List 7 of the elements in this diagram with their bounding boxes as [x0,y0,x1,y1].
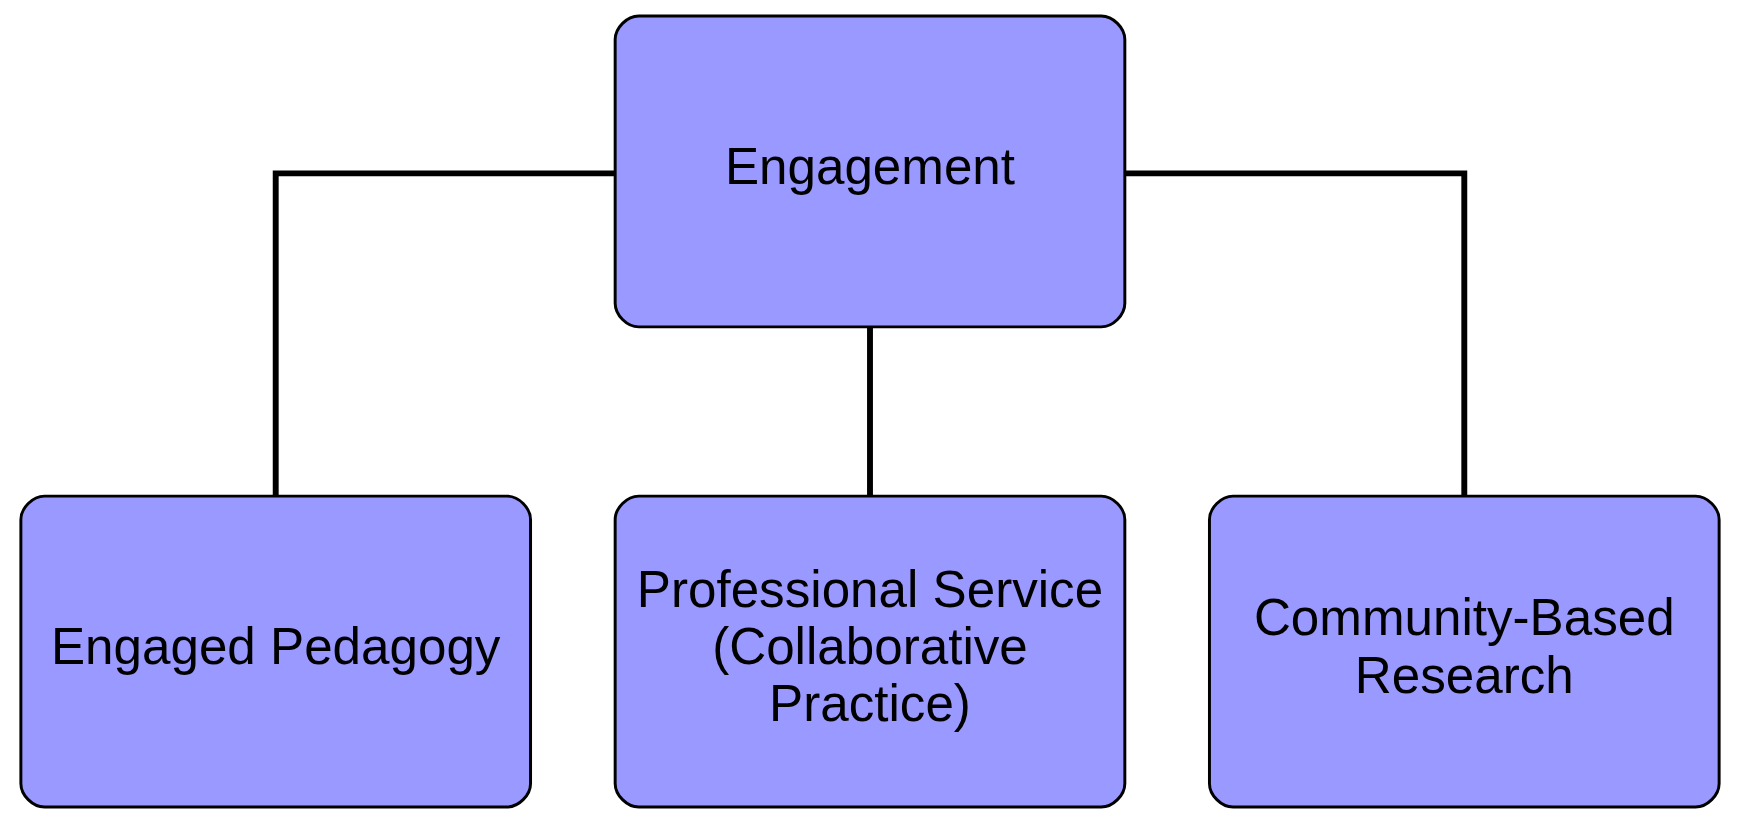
connector [1125,170,1468,496]
node-box: Community-Based Research [1207,494,1721,809]
connector [867,327,873,496]
node-box: Professional Service (Collaborative Practice) [613,494,1127,809]
node-box: Engaged Pedagogy [19,494,533,809]
connector [272,170,615,496]
node-box: Engagement [613,14,1127,329]
